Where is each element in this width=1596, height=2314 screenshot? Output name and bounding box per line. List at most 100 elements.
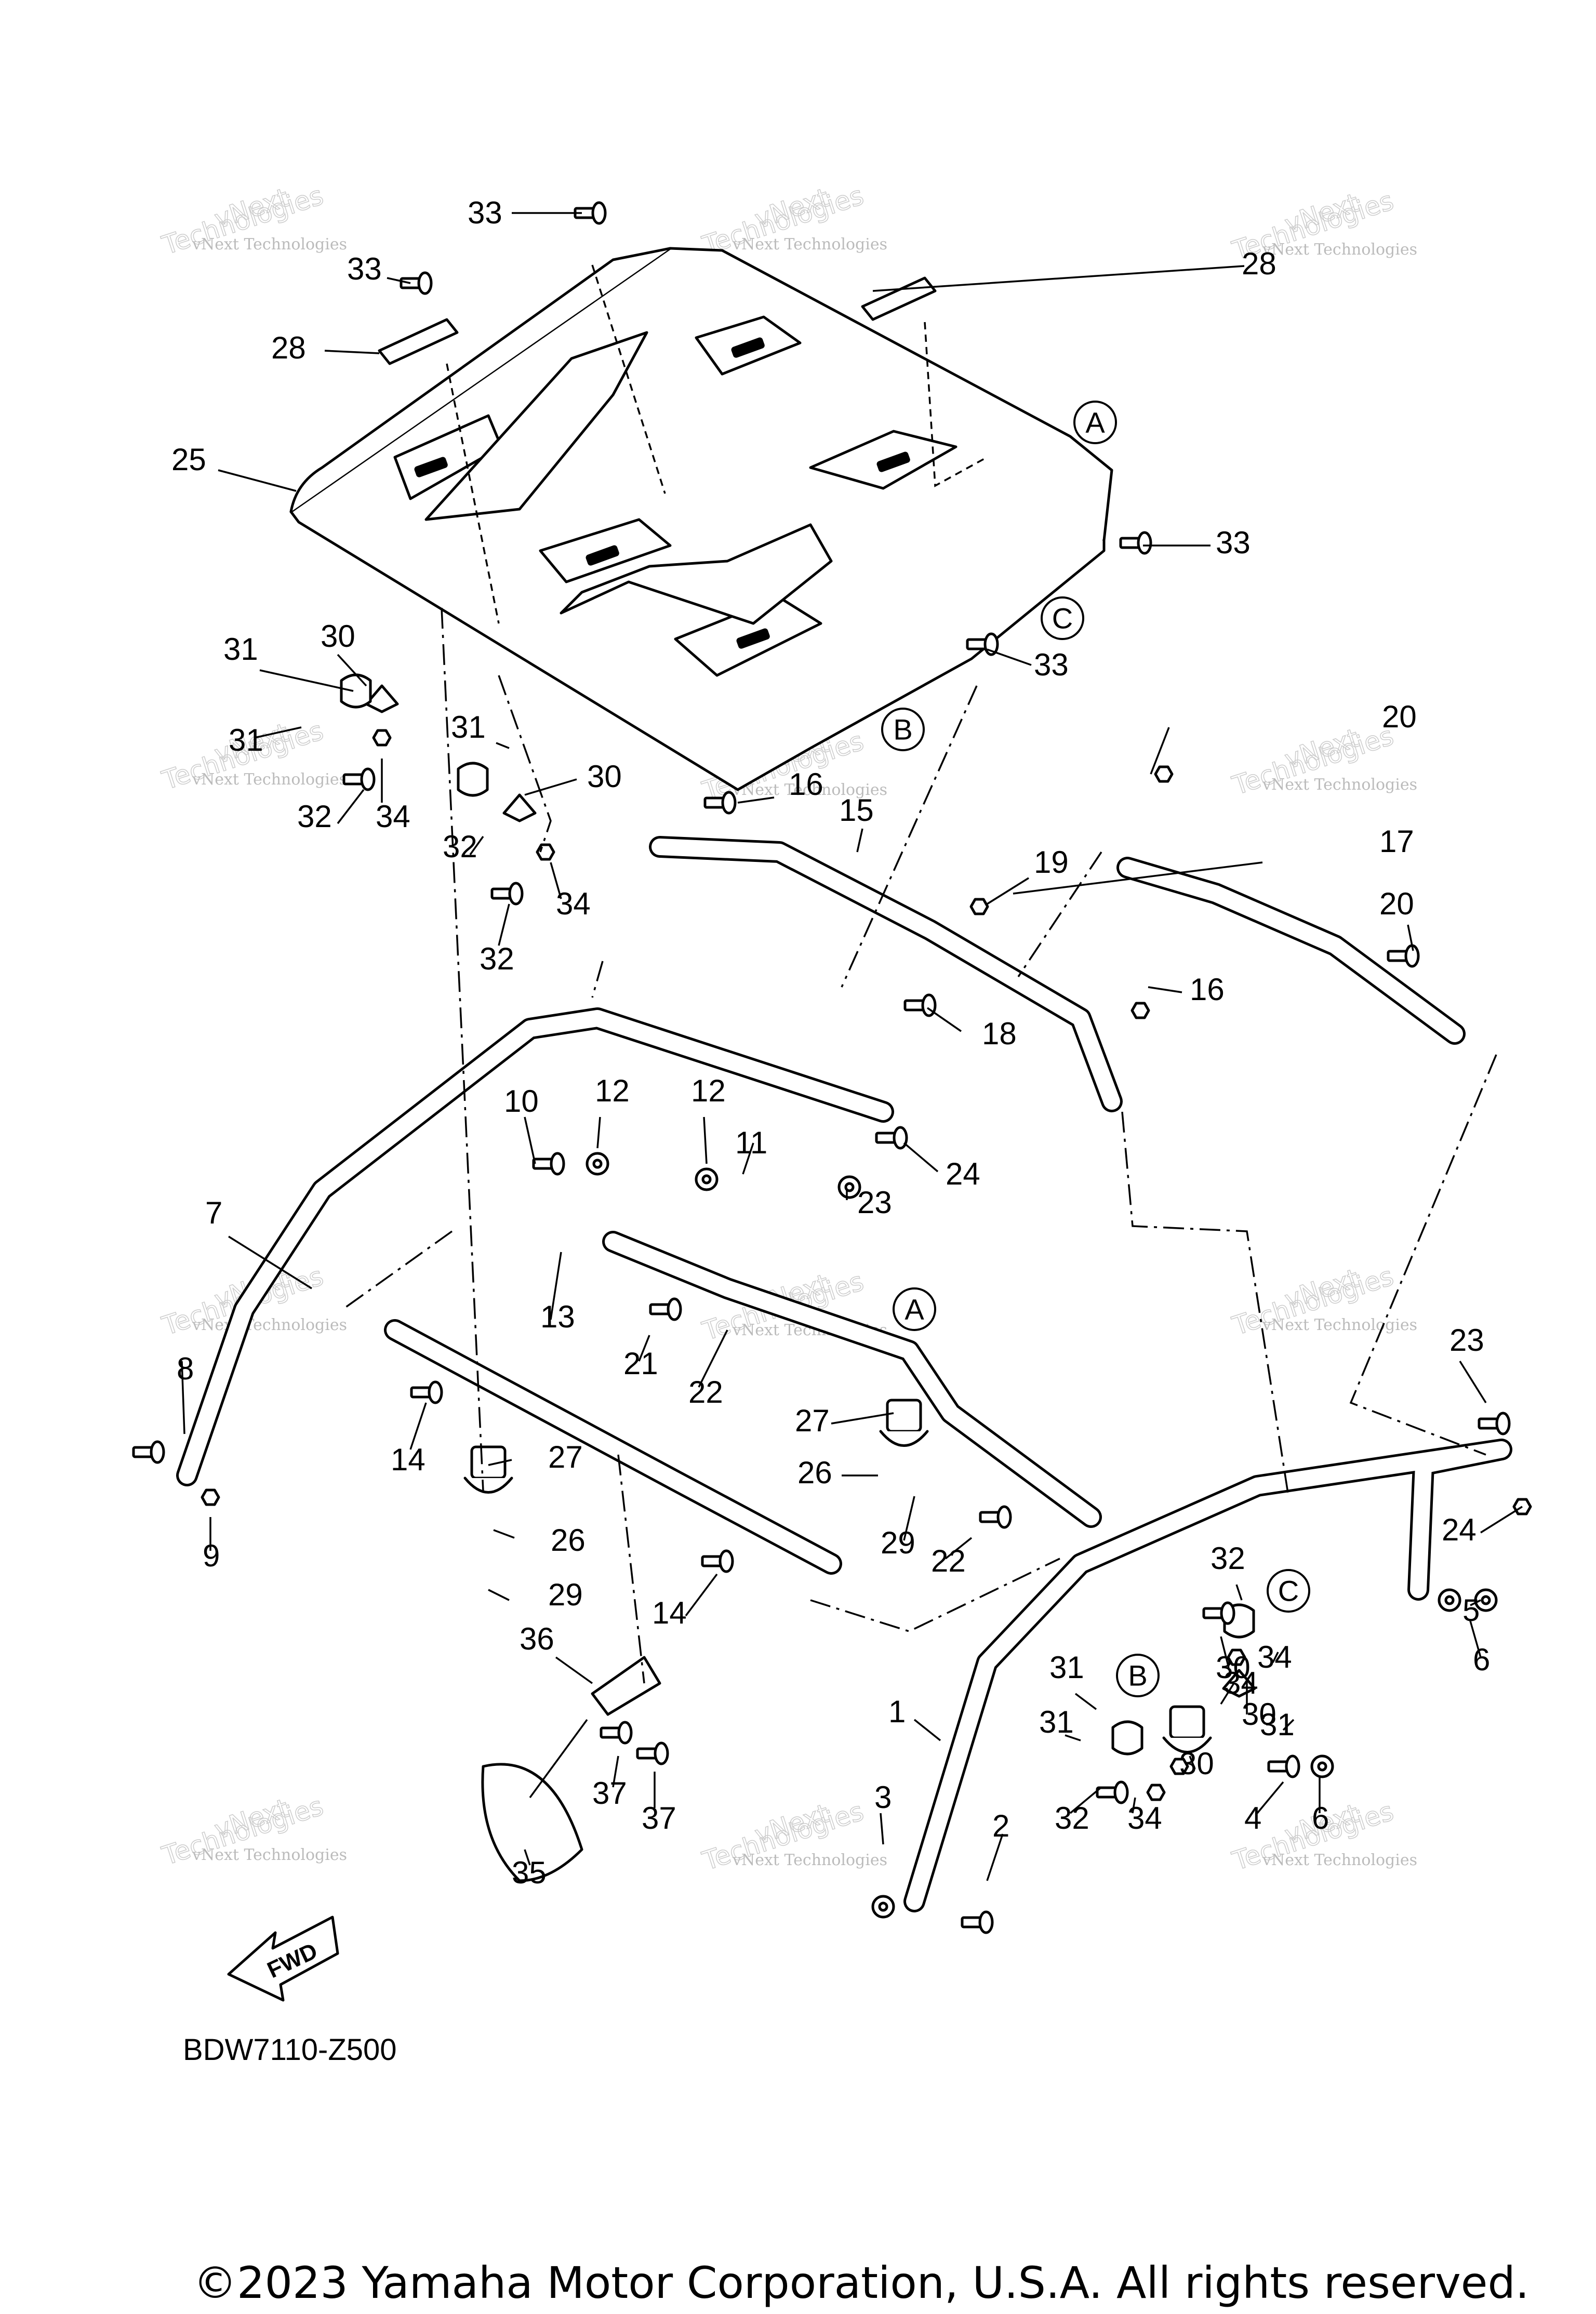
svg-text:B: B: [893, 713, 912, 746]
front-crossbar-13: [384, 1319, 842, 1575]
nut-fastener: [536, 843, 555, 861]
bolt-fastener: [1387, 944, 1420, 968]
part-callout-number: 32: [297, 799, 332, 834]
svg-text:A: A: [905, 1293, 924, 1326]
callout-leader-line: [324, 350, 380, 354]
callout-leader-line: [1189, 1756, 1196, 1770]
bolt-fastener: [966, 632, 999, 656]
bracket-28-left: [378, 318, 459, 365]
callout-leader-line: [254, 726, 302, 739]
part-callout-number: 34: [556, 886, 591, 921]
callout-leader-line: [496, 742, 510, 749]
part-callout-number: 4: [1244, 1801, 1261, 1836]
ref-mark-A-bar: A: [893, 1287, 936, 1331]
part-callout-number: 34: [1223, 1666, 1258, 1700]
callout-leader-line: [737, 796, 775, 804]
part-callout-number: 32: [443, 829, 477, 864]
part-callout-number: 18: [982, 1016, 1017, 1051]
svg-text:vNext Technologies: vNext Technologies: [732, 781, 887, 799]
callout-leader-line: [524, 1849, 531, 1866]
bolt-fastener: [342, 767, 376, 791]
callout-leader-line: [228, 1235, 312, 1289]
clip-fastener: [502, 793, 537, 822]
callout-leader-line: [1074, 1693, 1097, 1710]
upper-side-bar-17: [1116, 857, 1466, 1045]
part-callout-number: 28: [1242, 246, 1276, 281]
svg-text:vNext Technologies: vNext Technologies: [192, 235, 347, 254]
bolt-fastener: [1096, 1780, 1129, 1804]
sleeve-fastener: [340, 673, 372, 709]
part-callout-number: 31: [229, 723, 263, 757]
part-callout-number: 27: [548, 1440, 583, 1474]
bolt-fastener: [701, 1549, 734, 1573]
clamp-fastener: [879, 1399, 929, 1447]
callout-leader-line: [903, 1496, 915, 1541]
upper-crossbar-15: [649, 836, 1123, 1112]
callout-leader-line: [488, 1589, 510, 1601]
callout-leader-line: [1459, 1361, 1487, 1403]
part-callout-number: 33: [1216, 525, 1251, 560]
washer-fastener: [1438, 1588, 1461, 1612]
part-callout-number: 36: [520, 1621, 554, 1656]
part-callout-number: 12: [691, 1073, 726, 1108]
part-callout-number: 5: [1462, 1593, 1480, 1628]
washer-fastener: [586, 1152, 609, 1176]
part-callout-number: 23: [857, 1185, 892, 1220]
callout-leader-line: [1282, 1719, 1295, 1731]
part-callout-number: 14: [391, 1442, 425, 1477]
part-callout-number: 29: [548, 1577, 583, 1612]
part-callout-number: 23: [1449, 1323, 1484, 1358]
part-callout-number: 13: [540, 1299, 575, 1334]
callout-leader-line: [856, 828, 863, 853]
part-callout-number: 7: [205, 1195, 222, 1230]
part-callout-number: 32: [1055, 1801, 1089, 1836]
nut-fastener: [201, 1488, 220, 1506]
svg-text:vNext Technologies: vNext Technologies: [1262, 1316, 1417, 1334]
fwd-arrow-icon: FWD: [227, 1916, 339, 2002]
callout-leader-line: [469, 835, 484, 856]
callout-leader-line: [259, 669, 354, 692]
part-callout-number: 26: [797, 1455, 832, 1490]
assembly-guide-lines: [342, 264, 1497, 1684]
part-callout-number: 11: [735, 1125, 767, 1160]
callout-leader-line: [498, 903, 510, 946]
ref-mark-C-roof: C: [1041, 596, 1084, 640]
part-callout-number: 33: [1034, 647, 1069, 682]
callout-leader-line: [1470, 1599, 1481, 1606]
part-callout-number: 37: [592, 1776, 627, 1811]
callout-leader-line: [880, 1813, 884, 1845]
callout-leader-line: [181, 1361, 185, 1434]
callout-leader-line: [1069, 1786, 1102, 1814]
callout-leader-line: [927, 1007, 962, 1032]
bolt-fastener: [410, 1380, 443, 1404]
rear-rollbar-1: [903, 1439, 1512, 1912]
callout-leader-line: [1065, 1734, 1081, 1741]
part-callout-number: 16: [789, 767, 823, 802]
part-callout-number: 31: [1039, 1705, 1074, 1739]
callout-leaders: [181, 212, 1523, 1881]
callout-leader-line: [742, 1142, 754, 1175]
nut-fastener: [969, 898, 989, 915]
nut-fastener: [1130, 1002, 1150, 1019]
part-callout-number: 15: [839, 793, 874, 828]
part-callout-number: 28: [271, 330, 306, 365]
part-callout-number: 27: [795, 1403, 830, 1438]
callout-leader-line: [638, 1335, 650, 1362]
part-callout-number: 22: [688, 1375, 723, 1409]
callout-leader-line: [524, 778, 577, 796]
part-callout-number: 30: [587, 759, 622, 794]
clip-fastener: [365, 684, 399, 713]
part-callout-number: 16: [1190, 972, 1225, 1007]
svg-text:vNext Technologies: vNext Technologies: [732, 1851, 887, 1869]
part-callout-number: 31: [1260, 1707, 1295, 1742]
callout-leader-line: [1235, 1584, 1243, 1601]
part-callout-number: 31: [1049, 1650, 1084, 1685]
bolt-fastener: [1478, 1412, 1511, 1435]
part-callout-number: 1: [888, 1694, 906, 1729]
part-callout-number: 10: [504, 1084, 539, 1119]
part-callout-number: 34: [1257, 1640, 1292, 1674]
part-callout-number: 33: [347, 251, 382, 286]
